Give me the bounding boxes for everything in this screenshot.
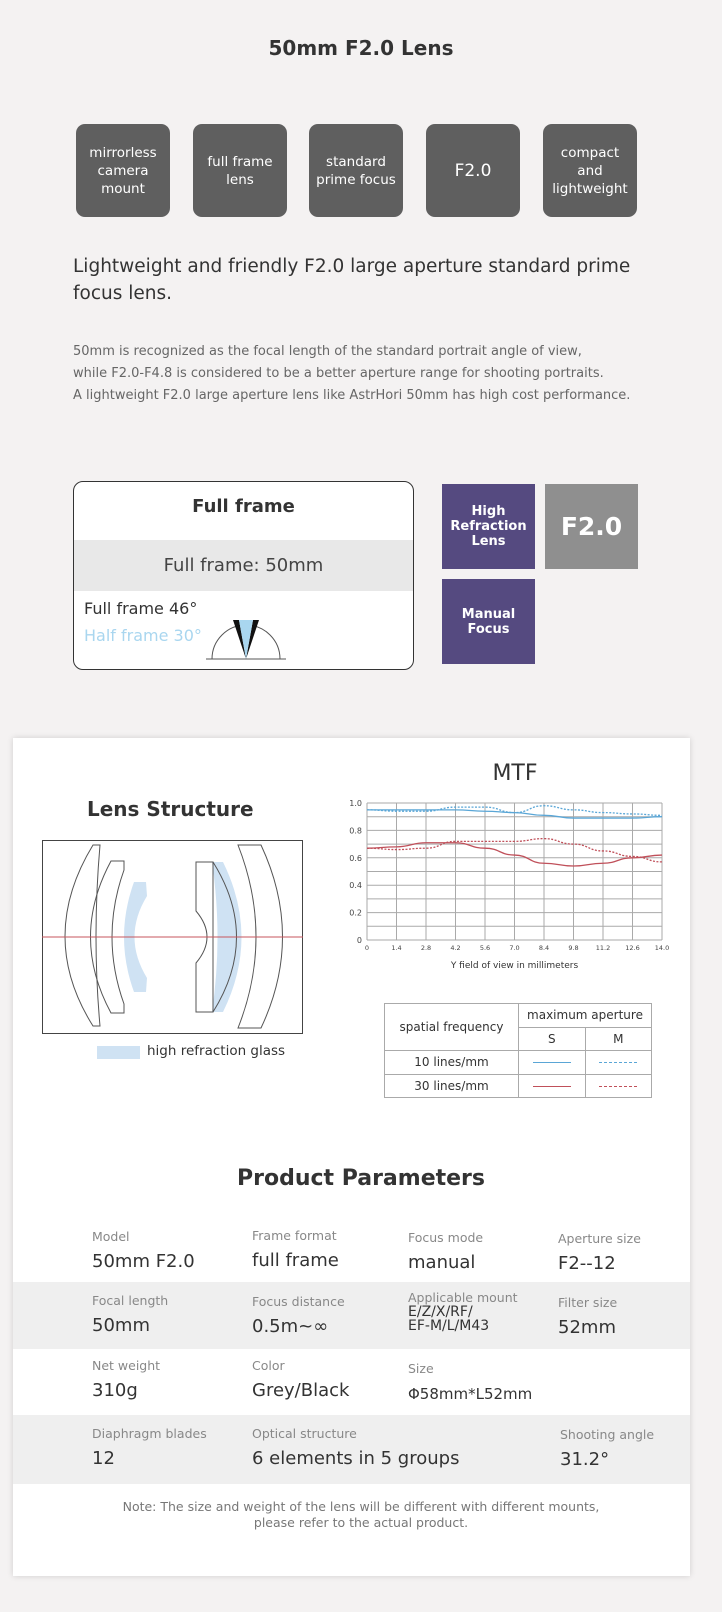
legend-header-m: M — [584, 1026, 652, 1051]
angle-of-view-icon — [206, 620, 286, 660]
params-row — [13, 1415, 690, 1484]
lens-structure-diagram — [42, 840, 303, 1034]
x-tick-label: 2.8 — [421, 944, 431, 952]
description-line: 50mm is recognized as the focal length o… — [73, 344, 582, 359]
legend-label: high refraction glass — [147, 1043, 286, 1059]
y-tick-label: 0.8 — [349, 826, 362, 835]
x-tick-label: 0 — [365, 944, 369, 952]
legend-line-10-m — [599, 1062, 638, 1064]
x-tick-label: 9.8 — [568, 944, 578, 952]
legend-header-aperture: maximum aperture — [518, 1003, 652, 1028]
mtf-chart: 0 1.4 2.8 4.2 5.6 7.0 8.4 9.8 11.2 12.6 14.0 0 0.2 0.… — [349, 799, 669, 971]
chart-title: MTF — [492, 761, 538, 786]
legend-row-label: 10 lines/mm — [384, 1050, 519, 1075]
x-tick-label: 12.6 — [625, 944, 639, 952]
x-tick-label: 1.4 — [391, 944, 401, 952]
badge-prime: standard prime focus — [309, 124, 403, 217]
lens-structure-title: Lens Structure — [87, 797, 254, 821]
description-line: A lightweight F2.0 large aperture lens l… — [73, 388, 631, 403]
badge-aperture: F2.0 — [426, 124, 520, 217]
legend-line-30-s — [532, 1085, 571, 1087]
legend-header-s: S — [518, 1026, 586, 1051]
y-tick-label: 0 — [357, 936, 362, 945]
x-tick-label: 5.6 — [480, 944, 490, 952]
x-tick-label: 11.2 — [596, 944, 610, 952]
x-tick-label: 7.0 — [509, 944, 519, 952]
series-line-30-lines-mm-m — [366, 837, 663, 863]
x-tick-label: 14.0 — [655, 944, 669, 952]
footnote: Note: The size and weight of the lens wi… — [0, 1499, 722, 1531]
x-axis-label: Y field of view in millimeters — [450, 961, 579, 971]
y-tick-label: 1.0 — [349, 799, 362, 808]
legend-line-10-s — [532, 1062, 571, 1064]
legend-line-30-m — [599, 1085, 638, 1087]
page-title: 50mm F2.0 Lens — [268, 36, 454, 60]
full-frame-angle: Full frame 46° — [84, 599, 198, 618]
x-tick-label: 4.2 — [450, 944, 460, 952]
badge-compact: compact and lightweight — [543, 124, 637, 217]
footnote-line: please refer to the actual product. — [253, 1515, 469, 1530]
high-refraction-box: High Refraction Lens — [442, 484, 535, 569]
headline: Lightweight and friendly F2.0 large aper… — [73, 256, 631, 304]
description: 50mm is recognized as the focal length o… — [73, 341, 713, 407]
frame-info-box: Full frame Full frame: 50mm Full frame 4… — [73, 481, 414, 670]
frame-box-title: Full frame — [192, 496, 295, 517]
y-tick-label: 0.6 — [349, 854, 362, 863]
frame-focal: Full frame: 50mm — [74, 540, 413, 591]
description-line: while F2.0-F4.8 is considered to be a be… — [73, 366, 604, 381]
y-tick-label: 0.2 — [349, 909, 362, 918]
legend-header-frequency: spatial frequency — [384, 1003, 519, 1051]
params-title: Product Parameters — [236, 1166, 485, 1191]
footnote-line: Note: The size and weight of the lens wi… — [122, 1499, 600, 1514]
aperture-box: F2.0 — [545, 484, 638, 569]
y-tick-label: 0.4 — [349, 881, 362, 890]
series-line-30-lines-mm-s — [366, 842, 663, 867]
legend-swatch — [97, 1046, 140, 1059]
half-frame-angle: Half frame 30° — [84, 626, 202, 645]
legend-row-label: 30 lines/mm — [384, 1073, 519, 1098]
manual-focus-box: Manual Focus — [442, 579, 535, 664]
x-tick-label: 8.4 — [539, 944, 549, 952]
badge-full-frame: full frame lens — [193, 124, 287, 217]
badge-mount: mirrorless camera mount — [76, 124, 170, 217]
params-row — [13, 1282, 690, 1349]
series-line-10-lines-mm-m — [366, 805, 663, 816]
